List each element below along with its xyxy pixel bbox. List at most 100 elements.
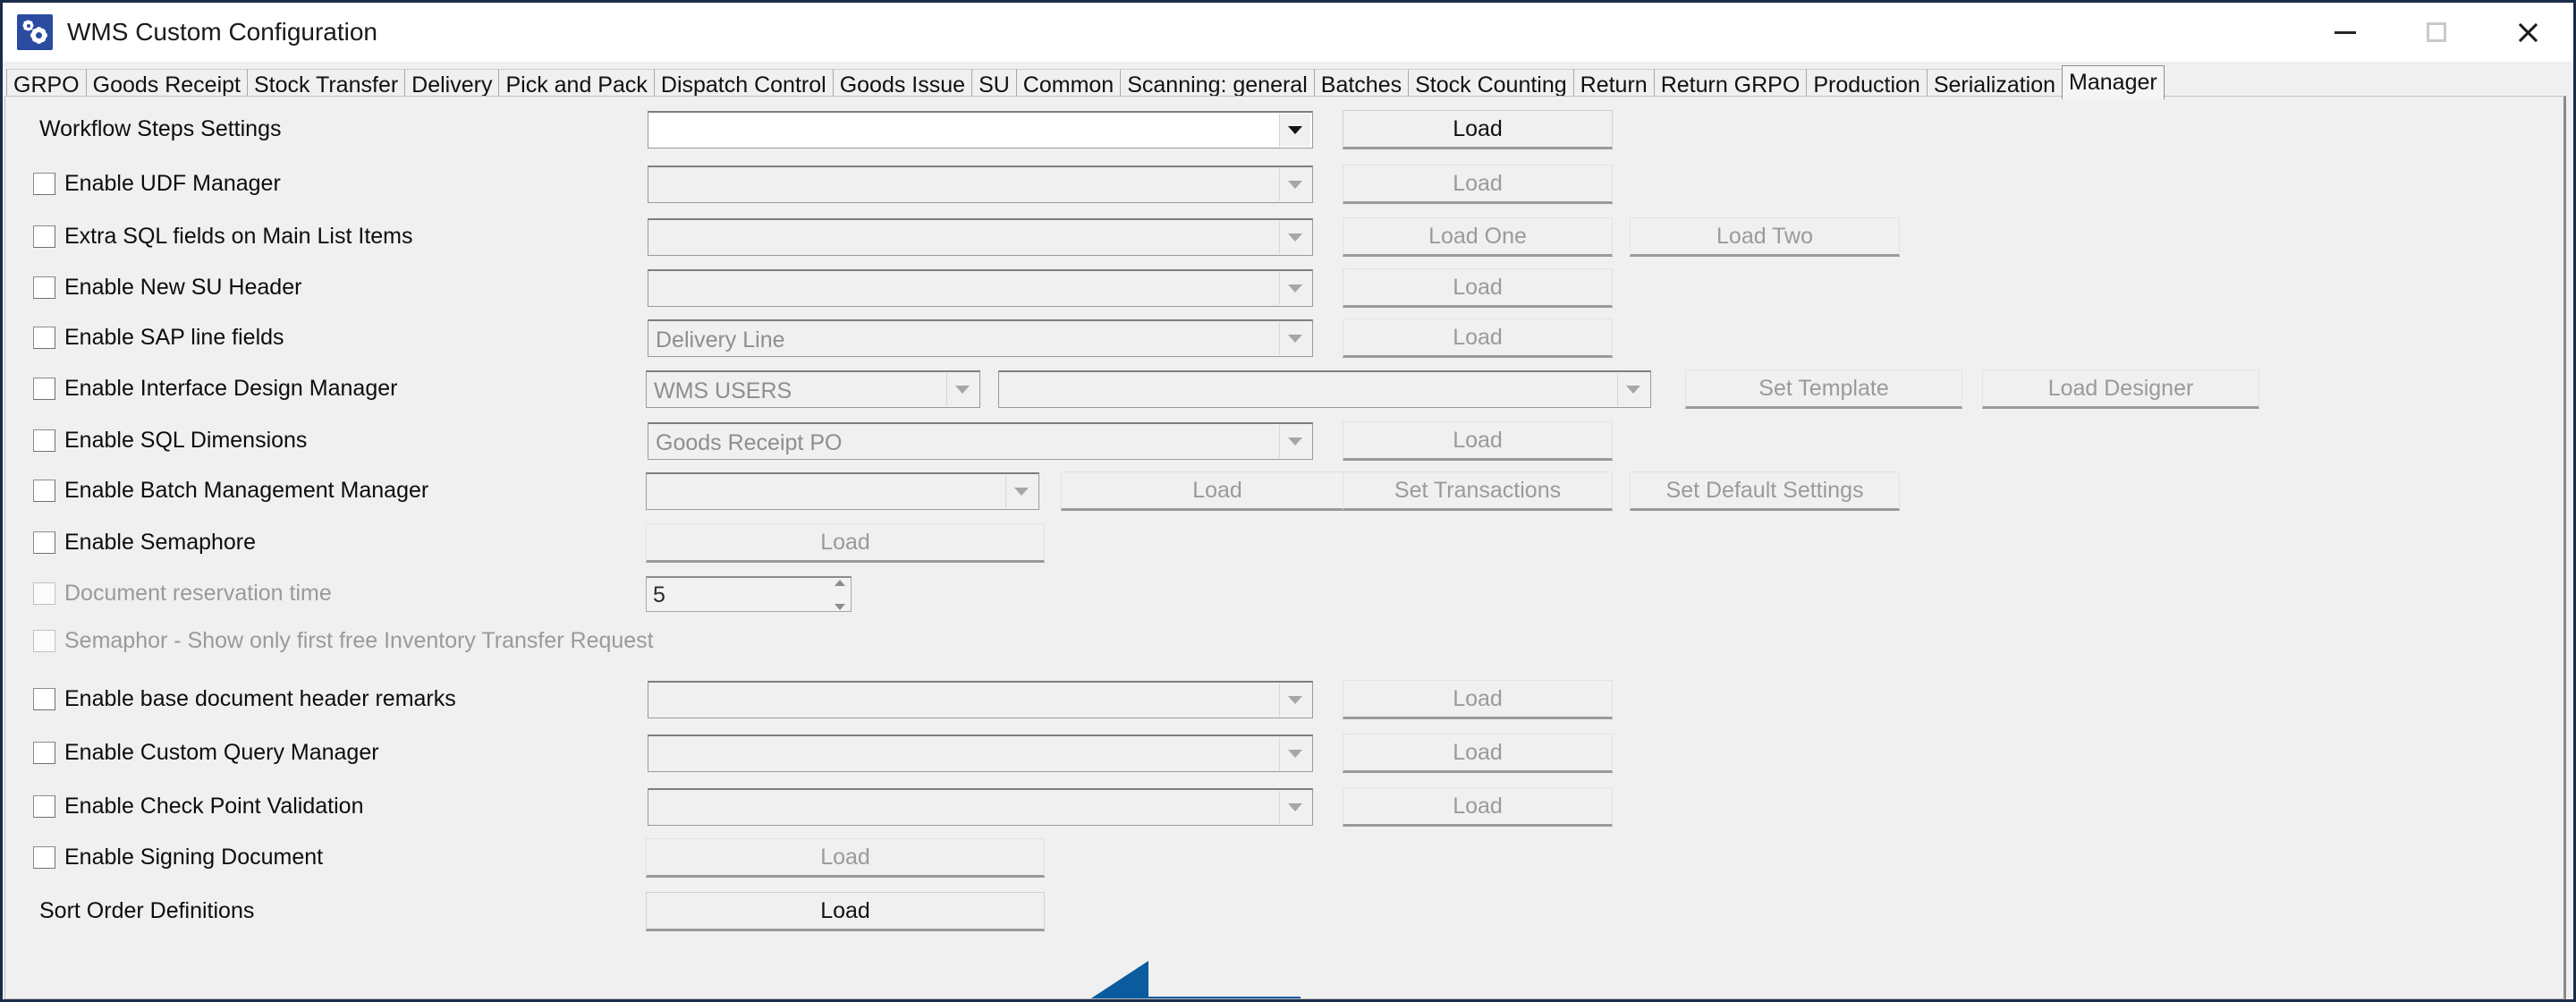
load-button-enable-sap-line-fields: Load xyxy=(1343,318,1613,358)
checkbox-semaphor-show-only-first-free-inventory-transfer-request xyxy=(33,630,55,652)
label-enable-signing-document: Enable Signing Document xyxy=(64,845,324,870)
tab-goods-issue[interactable]: Goods Issue xyxy=(832,69,973,99)
combobox-enable-udf-manager[interactable] xyxy=(648,166,1313,203)
chevron-down-icon[interactable] xyxy=(1279,737,1310,770)
label-enable-base-document-header-remarks: Enable base document header remarks xyxy=(64,686,456,711)
label-sort-order-definitions: Sort Order Definitions xyxy=(39,898,255,923)
set-template-button-enable-interface-design-manager: Set Template xyxy=(1685,369,1962,409)
chevron-down-icon[interactable] xyxy=(1279,114,1310,147)
combobox-value: Delivery Line xyxy=(656,327,785,352)
tab-grpo[interactable]: GRPO xyxy=(6,69,87,99)
combobox-workflow-steps-settings[interactable] xyxy=(648,111,1313,149)
maximize-button[interactable] xyxy=(2391,3,2482,62)
tab-goods-receipt[interactable]: Goods Receipt xyxy=(85,69,248,99)
chevron-down-icon[interactable] xyxy=(1279,425,1310,458)
combobox-enable-batch-management-manager[interactable] xyxy=(646,472,1039,510)
tab-stock-transfer[interactable]: Stock Transfer xyxy=(247,69,406,99)
minimize-button[interactable] xyxy=(2300,3,2391,62)
checkbox-enable-sql-dimensions[interactable] xyxy=(33,429,55,452)
chevron-down-icon[interactable] xyxy=(1279,168,1310,201)
combobox-enable-sap-line-fields[interactable]: Delivery Line xyxy=(648,319,1313,357)
tab-return-grpo[interactable]: Return GRPO xyxy=(1653,69,1808,99)
settings-row-enable-sap-line-fields: Enable SAP line fields Delivery Line Load xyxy=(5,312,2563,362)
tab-production[interactable]: Production xyxy=(1806,69,1928,99)
minimize-icon xyxy=(2334,30,2356,34)
checkbox-document-reservation-time xyxy=(33,582,55,605)
tab-common[interactable]: Common xyxy=(1015,69,1122,99)
settings-row-document-reservation-time: Document reservation time 5 xyxy=(5,568,2563,618)
combobox-enable-new-su-header[interactable] xyxy=(648,269,1313,307)
tab-scanning-general[interactable]: Scanning: general xyxy=(1120,69,1315,99)
checkbox-enable-base-document-header-remarks[interactable] xyxy=(33,688,55,710)
checkbox-enable-semaphore[interactable] xyxy=(33,531,55,554)
chevron-down-icon[interactable] xyxy=(1279,684,1310,717)
combobox-value: WMS USERS xyxy=(654,378,792,403)
combobox-enable-interface-design-manager-secondary[interactable] xyxy=(998,370,1651,408)
checkbox-enable-custom-query-manager[interactable] xyxy=(33,742,55,764)
chevron-down-icon[interactable] xyxy=(1279,791,1310,824)
checkbox-enable-interface-design-manager[interactable] xyxy=(33,378,55,400)
combobox-enable-sql-dimensions[interactable]: Goods Receipt PO xyxy=(648,422,1313,460)
load-button-workflow-steps-settings[interactable]: Load xyxy=(1343,110,1613,149)
tab-manager[interactable]: Manager xyxy=(2062,65,2165,99)
checkbox-enable-new-su-header[interactable] xyxy=(33,276,55,299)
spinner-document-reservation-time[interactable]: 5 xyxy=(646,576,852,612)
combobox-enable-check-point-validation[interactable] xyxy=(648,788,1313,826)
title-bar: WMS Custom Configuration xyxy=(3,3,2573,62)
spinner-up-icon[interactable] xyxy=(835,580,845,586)
label-semaphor-show-only-first-free-inventory-transfer-request: Semaphor - Show only first free Inventor… xyxy=(64,628,654,653)
tab-stock-counting[interactable]: Stock Counting xyxy=(1408,69,1574,99)
spinner-down-icon[interactable] xyxy=(835,604,845,610)
label-enable-check-point-validation: Enable Check Point Validation xyxy=(64,794,364,819)
combobox-enable-base-document-header-remarks[interactable] xyxy=(648,681,1313,718)
label-enable-batch-management-manager: Enable Batch Management Manager xyxy=(64,478,429,503)
load-two-button-extra-sql-fields-on-main-list-items: Load Two xyxy=(1630,217,1900,257)
tab-return[interactable]: Return xyxy=(1572,69,1655,99)
spinner-buttons[interactable] xyxy=(831,580,849,610)
chevron-down-icon[interactable] xyxy=(1617,373,1648,406)
label-enable-new-su-header: Enable New SU Header xyxy=(64,275,302,300)
combobox-extra-sql-fields-on-main-list-items[interactable] xyxy=(648,218,1313,256)
tab-serialization[interactable]: Serialization xyxy=(1926,69,2063,99)
checkbox-extra-sql-fields-on-main-list-items[interactable] xyxy=(33,225,55,248)
tab-batches[interactable]: Batches xyxy=(1313,69,1410,99)
load-button-enable-custom-query-manager: Load xyxy=(1343,734,1613,773)
window-controls xyxy=(2300,3,2573,62)
label-enable-sap-line-fields: Enable SAP line fields xyxy=(64,325,284,350)
chevron-down-icon[interactable] xyxy=(1279,221,1310,254)
tab-pick-and-pack[interactable]: Pick and Pack xyxy=(498,69,655,99)
chevron-down-icon[interactable] xyxy=(1005,475,1037,508)
checkbox-enable-udf-manager[interactable] xyxy=(33,173,55,195)
load-button-enable-sql-dimensions: Load xyxy=(1343,421,1613,461)
checkbox-enable-check-point-validation[interactable] xyxy=(33,795,55,818)
tab-su[interactable]: SU xyxy=(971,69,1017,99)
load-button-sort-order-definitions[interactable]: Load xyxy=(646,892,1045,931)
load-designer-button-enable-interface-design-manager: Load Designer xyxy=(1982,369,2259,409)
label-enable-semaphore: Enable Semaphore xyxy=(64,530,257,555)
checkbox-enable-sap-line-fields[interactable] xyxy=(33,327,55,349)
combobox-value: Goods Receipt PO xyxy=(656,430,843,455)
close-button[interactable] xyxy=(2482,3,2573,62)
checkbox-enable-batch-management-manager[interactable] xyxy=(33,480,55,502)
tab-delivery[interactable]: Delivery xyxy=(404,69,500,99)
chevron-down-icon[interactable] xyxy=(1279,322,1310,355)
chevron-down-icon[interactable] xyxy=(1279,272,1310,305)
window-title: WMS Custom Configuration xyxy=(67,18,378,46)
checkbox-enable-signing-document[interactable] xyxy=(33,846,55,869)
tab-dispatch-control[interactable]: Dispatch Control xyxy=(653,69,834,99)
combobox-enable-interface-design-manager[interactable]: WMS USERS xyxy=(646,370,980,408)
close-icon xyxy=(2516,21,2539,44)
chevron-down-icon[interactable] xyxy=(946,373,978,406)
label-document-reservation-time: Document reservation time xyxy=(64,581,332,606)
combobox-enable-custom-query-manager[interactable] xyxy=(648,735,1313,772)
